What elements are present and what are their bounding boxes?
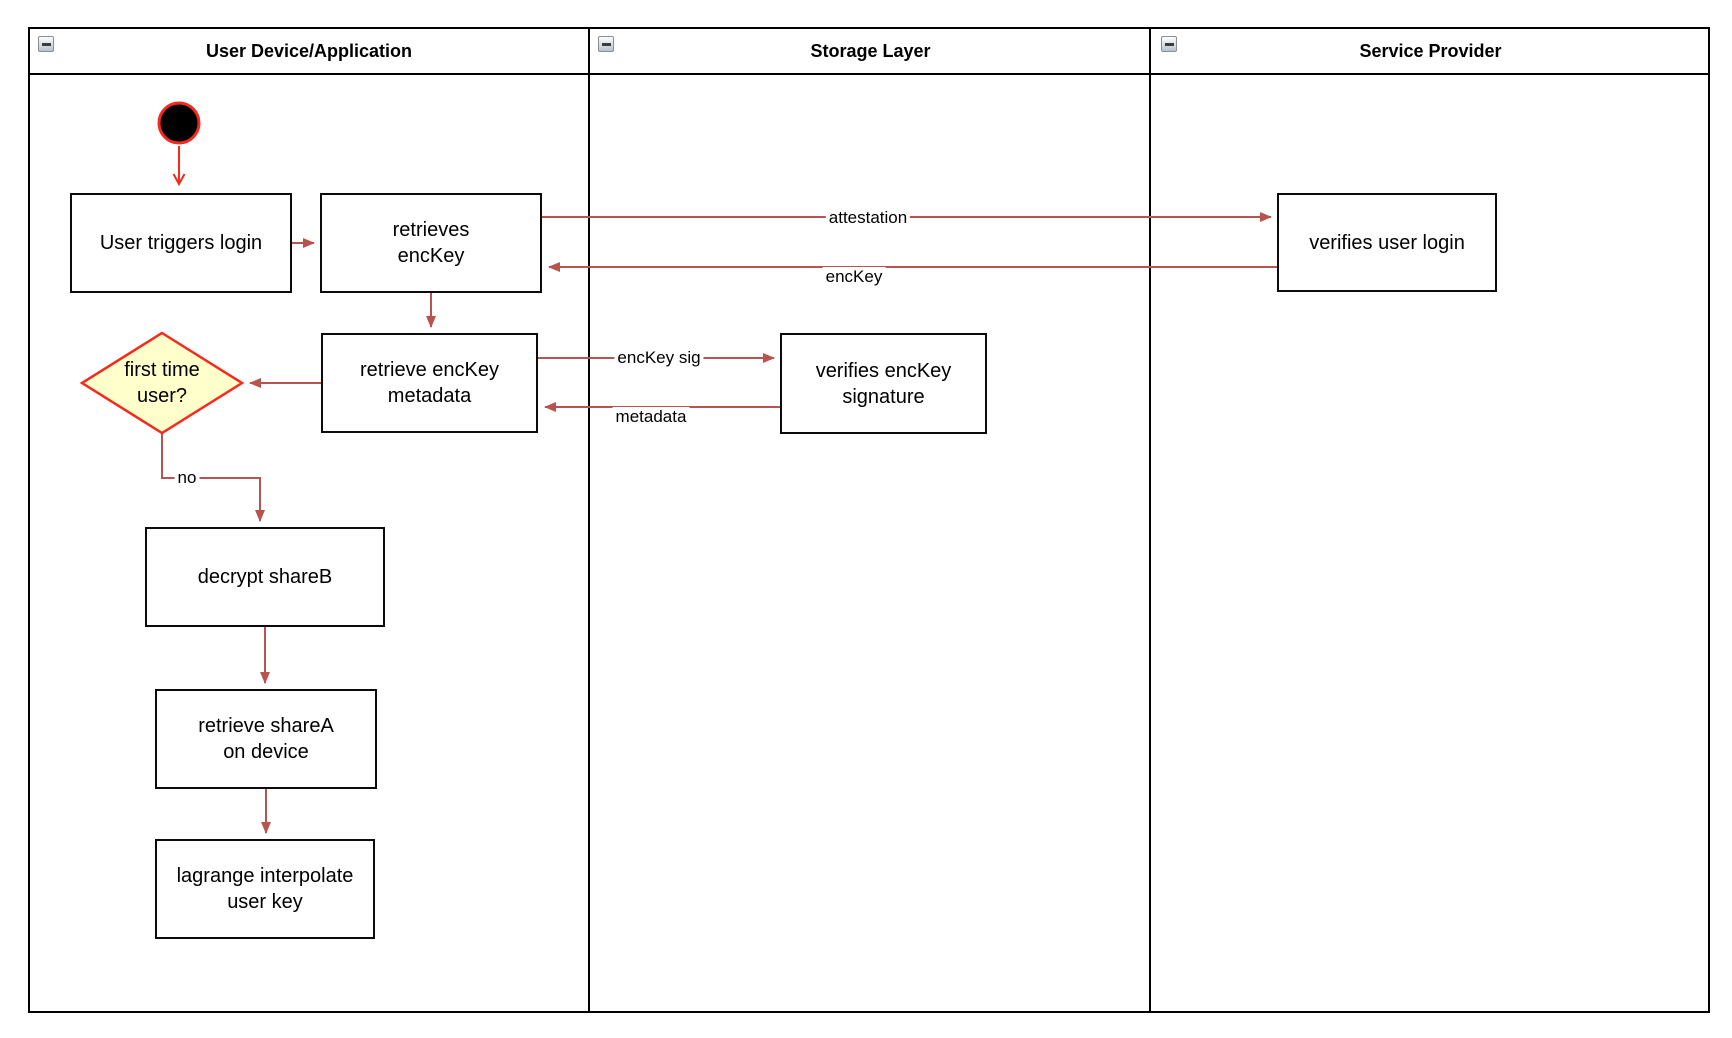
- minus-icon: [1164, 42, 1174, 46]
- edge-label-enckey: encKey: [822, 267, 886, 287]
- initial-state-node[interactable]: [157, 101, 201, 145]
- node-verifies-user-login[interactable]: verifies user login: [1277, 193, 1497, 292]
- decision-diamond-label: first time user?: [124, 359, 200, 407]
- edge-label-attestation: attestation: [825, 208, 911, 228]
- lane-header-service-provider[interactable]: Service Provider: [1153, 29, 1708, 73]
- edge-label-no: no: [174, 468, 200, 488]
- swimlane-frame: User Device/Application Storage Layer Se…: [28, 27, 1710, 1013]
- lane-title: Storage Layer: [810, 40, 931, 61]
- node-user-triggers-login[interactable]: User triggers login: [70, 193, 292, 293]
- collapse-lane-button[interactable]: [1161, 36, 1177, 52]
- lane-header-user-device[interactable]: User Device/Application: [30, 29, 588, 73]
- lane-header-storage-layer[interactable]: Storage Layer: [590, 29, 1151, 73]
- collapse-lane-button[interactable]: [38, 36, 54, 52]
- node-retrieve-enckey-metadata[interactable]: retrieve encKey metadata: [321, 333, 538, 433]
- lane-separator: [1149, 29, 1151, 1011]
- node-retrieves-enckey[interactable]: retrieves encKey: [320, 193, 542, 293]
- decision-diamond[interactable]: [79, 331, 245, 435]
- node-retrieve-sharea[interactable]: retrieve shareA on device: [155, 689, 377, 789]
- edge-label-metadata: metadata: [612, 407, 690, 427]
- node-verifies-enckey-signature[interactable]: verifies encKey signature: [780, 333, 987, 434]
- node-lagrange-interpolate[interactable]: lagrange interpolate user key: [155, 839, 375, 939]
- lane-header-row: User Device/Application Storage Layer Se…: [30, 29, 1708, 75]
- collapse-lane-button[interactable]: [598, 36, 614, 52]
- minus-icon: [41, 42, 51, 46]
- edge-decision-no-to-decrypt: [161, 433, 265, 522]
- minus-icon: [601, 42, 611, 46]
- lane-title: Service Provider: [1359, 40, 1502, 61]
- edge-label-enckey-sig: encKey sig: [614, 348, 704, 368]
- lane-separator: [588, 29, 590, 1011]
- node-decrypt-shareb[interactable]: decrypt shareB: [145, 527, 385, 627]
- lane-title: User Device/Application: [205, 40, 413, 61]
